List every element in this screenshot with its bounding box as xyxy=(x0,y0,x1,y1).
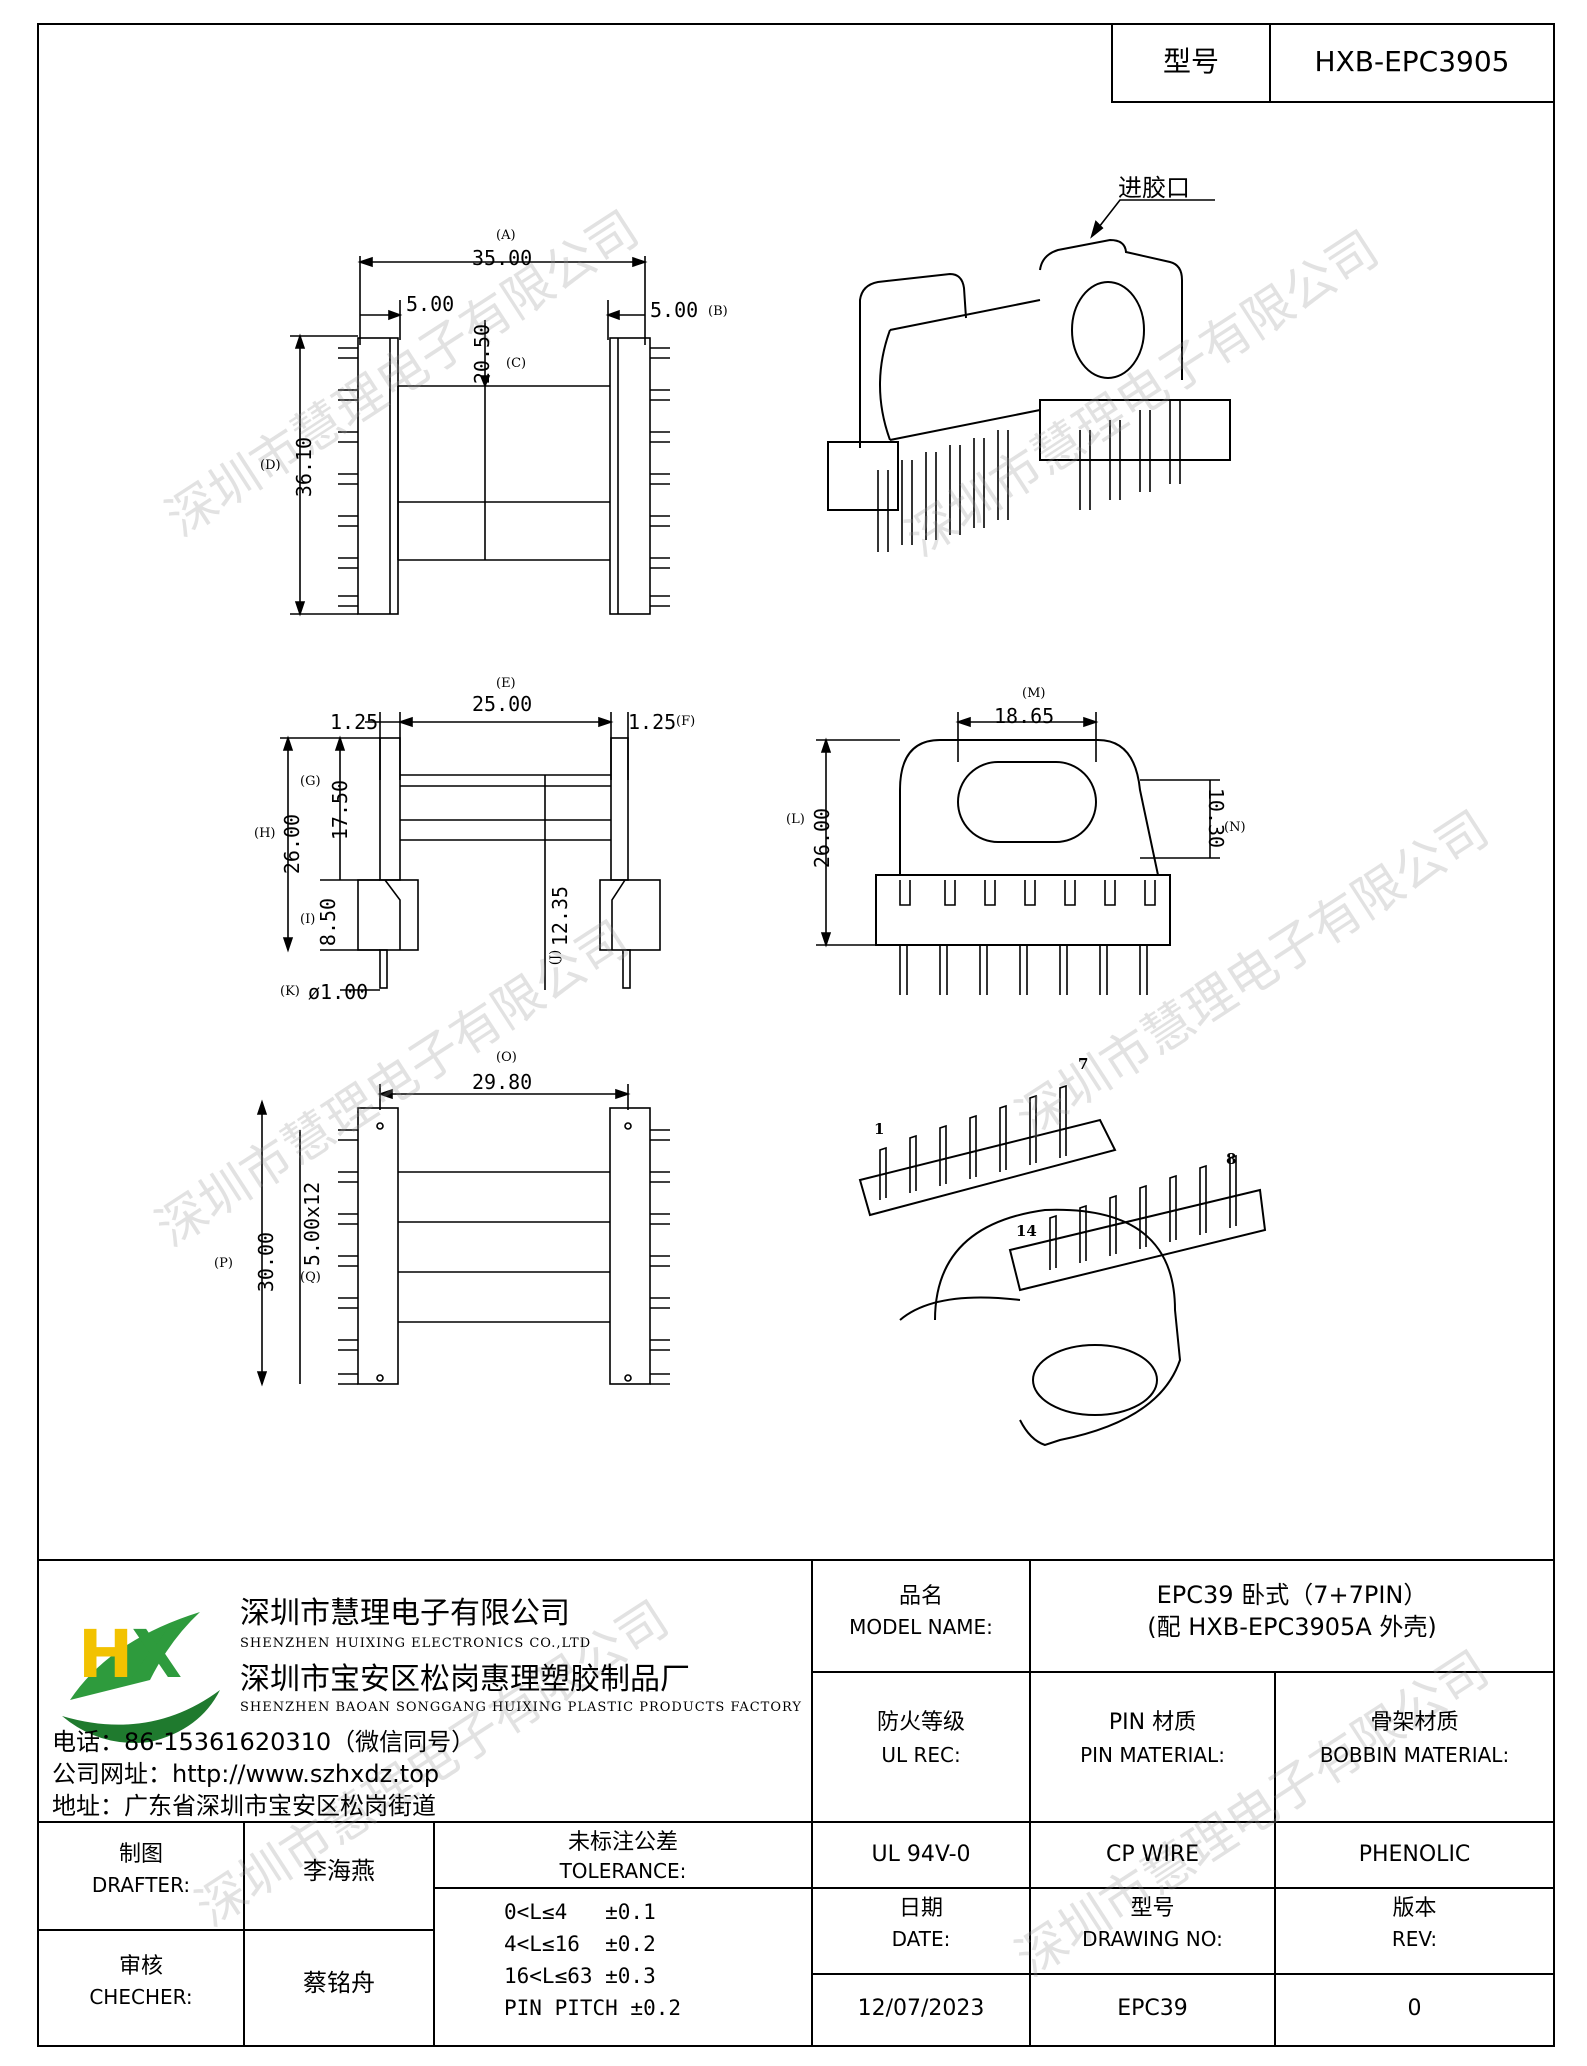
drafter-label-cn: 制图 xyxy=(118,1842,163,1867)
dim-label-D: (D) xyxy=(260,458,281,473)
pin-number-8: 8 xyxy=(1226,1150,1237,1168)
dim-label-M: (M) xyxy=(1022,686,1046,701)
drafter-value: 李海燕 xyxy=(303,1857,375,1885)
model-name-value-1: EPC39 卧式（7+7PIN） xyxy=(1156,1581,1428,1609)
bobbin-material-value: PHENOLIC xyxy=(1358,1842,1471,1867)
gate-label: 进胶口 xyxy=(1118,174,1190,202)
pin-number-1: 1 xyxy=(874,1120,885,1138)
company-address: 地址：广东省深圳市宝安区松岗街道 xyxy=(52,1792,436,1820)
dim-value-L: 26.00 xyxy=(810,807,835,869)
ul-value: UL 94V-0 xyxy=(871,1842,971,1867)
dim-label-Q: (Q) xyxy=(300,1270,321,1285)
company-phone: 电话：86-15361620310（微信同号） xyxy=(52,1728,476,1756)
dim-value-O: 29.80 xyxy=(472,1070,533,1094)
company-website[interactable]: 公司网址：http://www.szhxdz.top xyxy=(52,1760,440,1788)
date-label-cn: 日期 xyxy=(898,1896,943,1921)
dim-value-left-wall: 1.25 xyxy=(330,710,379,734)
company-name-cn: 深圳市慧理电子有限公司 xyxy=(240,1596,570,1631)
dim-value-H: 26.00 xyxy=(280,813,305,875)
rev-label-en: REV: xyxy=(1391,1927,1438,1951)
dim-value-B: 5.00 xyxy=(650,298,699,322)
pin-number-7: 7 xyxy=(1078,1055,1089,1073)
dim-value-F: 1.25 xyxy=(628,710,677,734)
factory-name-cn: 深圳市宝安区松岗惠理塑胶制品厂 xyxy=(240,1662,690,1697)
outer-border xyxy=(37,23,1555,2047)
checker-label-en: CHECHER: xyxy=(89,1985,193,2009)
drawing-no-value: EPC39 xyxy=(1117,1996,1188,2021)
ul-label-en: UL REC: xyxy=(881,1743,961,1767)
dim-label-O: (O) xyxy=(496,1050,517,1065)
dim-value-M: 18.65 xyxy=(994,704,1055,728)
dim-label-F: (F) xyxy=(676,714,696,729)
pin-number-14: 14 xyxy=(1016,1222,1037,1240)
side-view xyxy=(280,712,661,991)
rev-value: 0 xyxy=(1407,1996,1422,2021)
company-logo-mark xyxy=(62,1612,220,1743)
tolerance-line: 16<L≤63 ±0.3 xyxy=(504,1964,656,1988)
logo-letters: HX xyxy=(78,1616,182,1693)
header-model-box xyxy=(1111,23,1555,103)
end-view xyxy=(816,712,1220,995)
dim-value-E: 25.00 xyxy=(472,692,533,716)
dim-value-N: 10.30 xyxy=(1204,787,1229,849)
dim-label-N: (N) xyxy=(1224,820,1246,835)
pin-material-label-en: PIN MATERIAL: xyxy=(1080,1743,1225,1767)
dim-value-Q: 5.00x12 xyxy=(300,1181,325,1267)
dim-label-B: (B) xyxy=(708,304,728,319)
header-model-value: HXB-EPC3905 xyxy=(1314,45,1510,78)
dim-label-E: (E) xyxy=(496,676,516,691)
tolerance-label-en: TOLERANCE: xyxy=(559,1859,687,1883)
tolerance-label-cn: 未标注公差 xyxy=(567,1830,678,1855)
dim-label-G: (G) xyxy=(300,774,321,789)
bottom-view xyxy=(256,1084,670,1387)
dim-value-D: 36.10 xyxy=(292,436,317,498)
model-name-label-en: MODEL NAME: xyxy=(849,1615,993,1639)
iso-bottom-view xyxy=(858,1084,1267,1447)
rev-label-cn: 版本 xyxy=(1392,1896,1437,1921)
model-name-label-cn: 品名 xyxy=(898,1584,943,1609)
dim-label-H: (H) xyxy=(254,826,276,841)
header-model-label: 型号 xyxy=(1162,45,1219,78)
dim-label-C: (C) xyxy=(506,356,527,371)
checker-label-cn: 审核 xyxy=(118,1954,163,1979)
date-value: 12/07/2023 xyxy=(857,1996,985,2021)
dim-label-J: (J) xyxy=(548,949,564,966)
dim-value-left-flange: 5.00 xyxy=(406,292,455,316)
dim-label-K: (K) xyxy=(280,984,300,999)
tolerance-line: 4<L≤16 ±0.2 xyxy=(504,1932,656,1956)
ul-label-cn: 防火等级 xyxy=(876,1710,965,1735)
factory-name-en: SHENZHEN BAOAN SONGGANG HUIXING PLASTIC … xyxy=(240,1700,802,1715)
dim-value-A: 35.00 xyxy=(472,246,533,270)
dim-value-I: 8.50 xyxy=(316,897,341,947)
tolerance-line: PIN PITCH ±0.2 xyxy=(504,1996,682,2020)
tolerance-line: 0<L≤4 ±0.1 xyxy=(504,1900,656,1924)
drawing-no-label-cn: 型号 xyxy=(1130,1896,1175,1921)
pin-material-label-cn: PIN 材质 xyxy=(1108,1710,1197,1735)
dim-value-P: 30.00 xyxy=(254,1231,279,1293)
dim-value-K: ø1.00 xyxy=(308,980,369,1004)
dim-value-J: 12.35 xyxy=(548,885,573,947)
drawing-no-label-en: DRAWING NO: xyxy=(1082,1927,1223,1951)
dim-label-P: (P) xyxy=(214,1256,233,1271)
drafter-label-en: DRAFTER: xyxy=(91,1873,191,1897)
dim-value-C: 20.50 xyxy=(470,323,495,385)
dim-label-L: (L) xyxy=(786,812,805,827)
top-view xyxy=(290,256,670,617)
checker-value: 蔡铭舟 xyxy=(303,1969,375,1997)
date-label-en: DATE: xyxy=(891,1927,951,1951)
dim-value-G: 17.50 xyxy=(328,779,353,841)
iso-top-view xyxy=(827,199,1231,552)
pin-material-value: CP WIRE xyxy=(1105,1842,1200,1867)
model-name-value-2: (配 HXB-EPC3905A 外壳) xyxy=(1147,1613,1437,1641)
company-name-en: SHENZHEN HUIXING ELECTRONICS CO.,LTD xyxy=(240,1636,592,1651)
dim-label-A: (A) xyxy=(496,228,516,243)
bobbin-material-label-en: BOBBIN MATERIAL: xyxy=(1319,1743,1510,1767)
dim-label-I: (I) xyxy=(300,912,316,927)
bobbin-material-label-cn: 骨架材质 xyxy=(1370,1710,1459,1735)
